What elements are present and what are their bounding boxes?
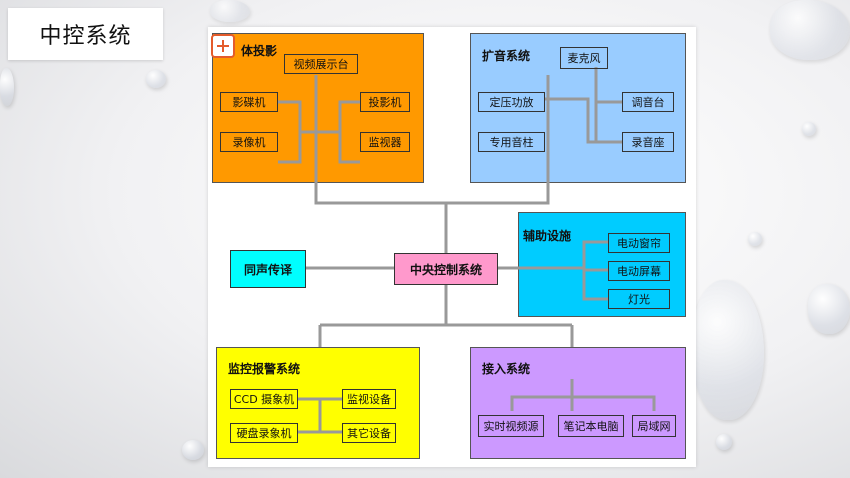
recorder-deck-box: 录音座: [622, 132, 674, 152]
water-drop-decoration: [182, 440, 204, 460]
projector-box: 投影机: [360, 92, 410, 112]
audio-system-title: 扩音系统: [482, 49, 531, 63]
water-drop-decoration: [210, 0, 250, 22]
electric-curtain-box: 电动窗帘: [608, 233, 670, 253]
laptop-box: 笔记本电脑: [558, 415, 624, 437]
column-speaker-box: 专用音柱: [478, 132, 545, 152]
video-presenter-box: 视频展示台: [284, 54, 358, 74]
monitor-display-box: 监视器: [360, 132, 410, 152]
power-amplifier-box: 定压功放: [478, 92, 545, 112]
access-system-group: [470, 347, 686, 459]
media-projection-title: 体投影: [241, 44, 278, 58]
connector-lines: [278, 67, 656, 434]
lighting-box: 灯光: [608, 289, 670, 309]
add-icon: [211, 34, 235, 58]
water-drop-decoration: [716, 434, 732, 450]
water-drop-decoration: [748, 232, 762, 246]
water-drop-decoration: [802, 122, 816, 136]
monitoring-equipment-box: 监视设备: [342, 389, 396, 409]
simultaneous-interpretation-box: 同声传译: [230, 250, 306, 288]
monitoring-alarm-title: 监控报警系统: [228, 362, 301, 376]
audio-system-group: [470, 33, 686, 183]
media-projection-group: [212, 33, 424, 183]
slide-title: 中控系统: [8, 8, 163, 60]
hard-disk-recorder-box: 硬盘录象机: [230, 423, 298, 443]
mixer-box: 调音台: [622, 92, 674, 112]
other-equipment-box: 其它设备: [342, 423, 396, 443]
vcr-box: 录像机: [220, 132, 278, 152]
microphone-box: 麦克风: [560, 47, 608, 69]
water-drop-decoration: [146, 70, 166, 88]
auxiliary-facilities-group: [518, 212, 686, 317]
water-drop-decoration: [0, 68, 14, 106]
dvd-player-box: 影碟机: [220, 92, 278, 112]
access-system-title: 接入系统: [482, 362, 531, 376]
water-drop-decoration: [692, 280, 764, 420]
diagram-panel: 体投影 视频展示台 影碟机 录像机 投影机 监视器 扩音系统 麦克风 定压功放 …: [208, 27, 696, 467]
auxiliary-facilities-title: 辅助设施: [523, 229, 572, 243]
water-drop-decoration: [808, 284, 850, 334]
electric-screen-box: 电动屏幕: [608, 261, 670, 281]
lan-box: 局域网: [632, 415, 676, 437]
water-drop-decoration: [770, 0, 850, 60]
monitoring-alarm-group: [216, 347, 420, 459]
live-video-source-box: 实时视频源: [478, 415, 544, 437]
ccd-camera-box: CCD 摄象机: [230, 389, 298, 409]
central-control-system-box: 中央控制系统: [394, 253, 498, 285]
